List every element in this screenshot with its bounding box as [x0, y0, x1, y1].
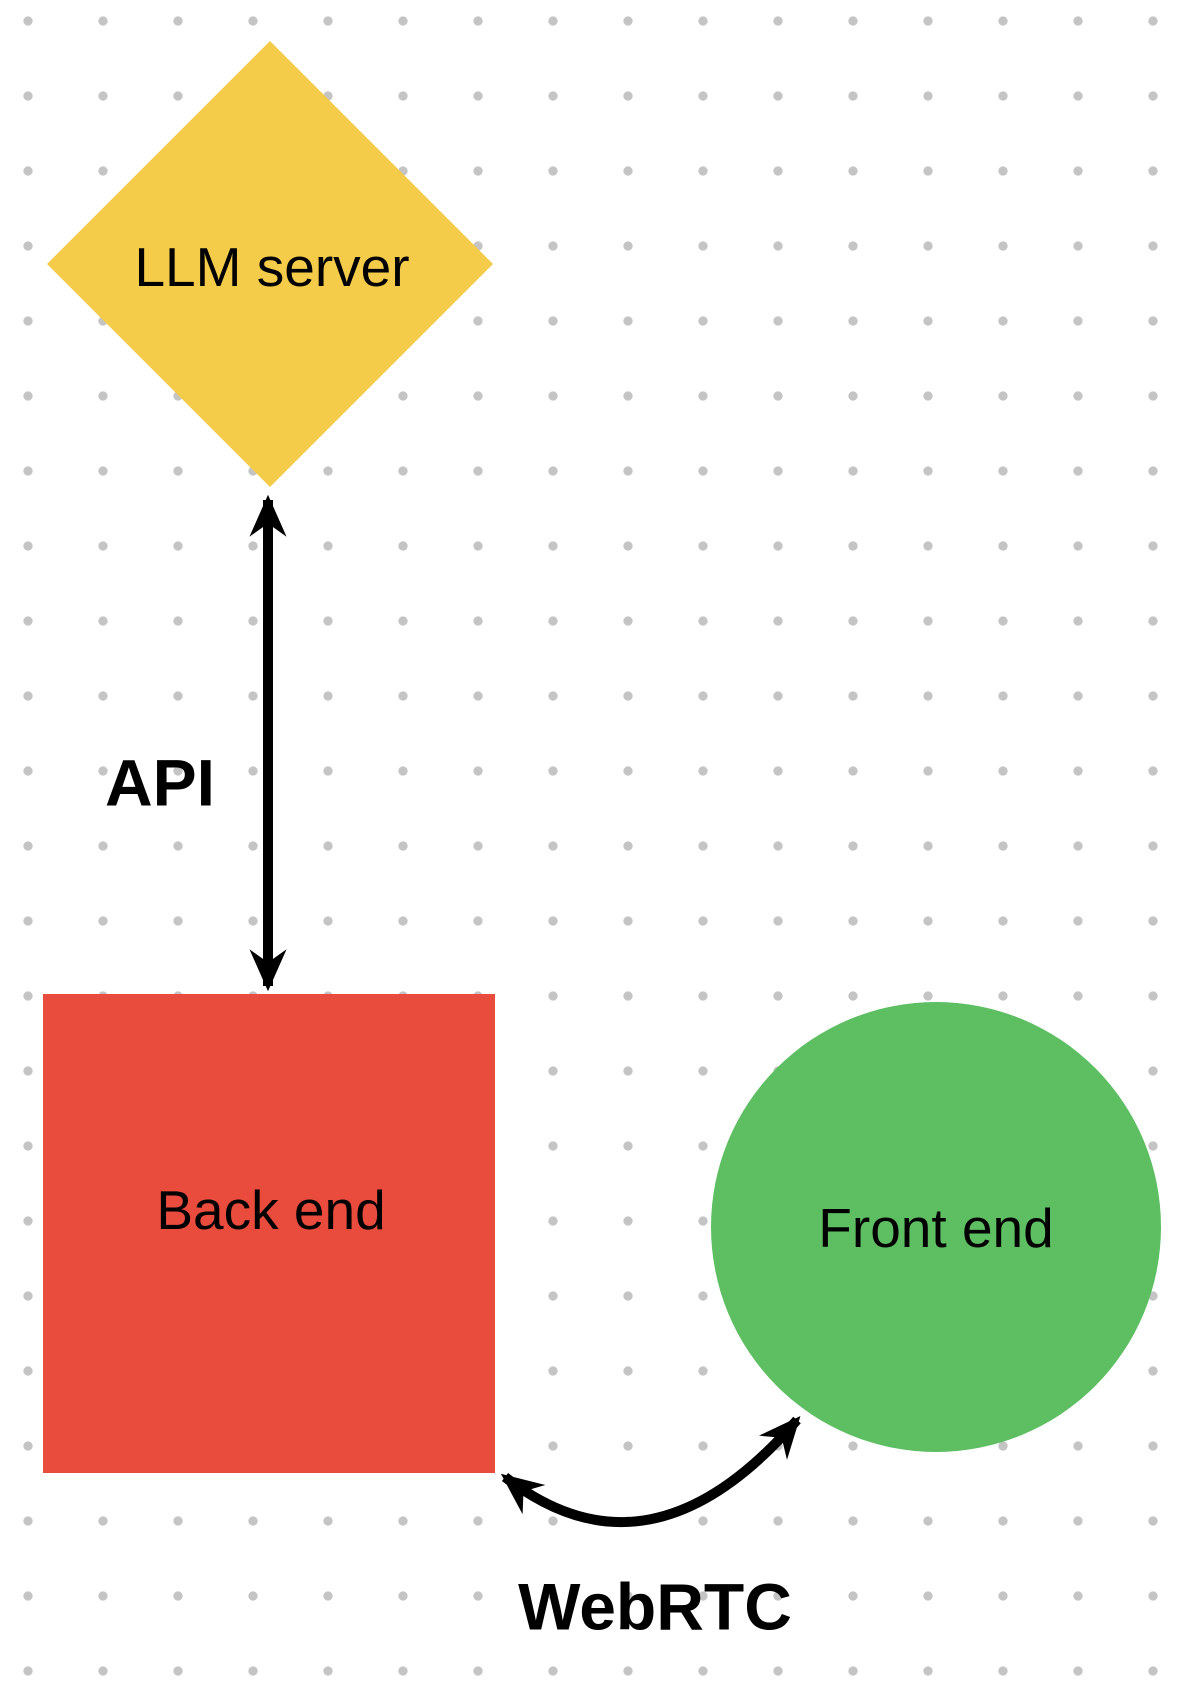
- webrtc-edge-label[interactable]: WebRTC: [518, 1569, 792, 1644]
- back-end-node[interactable]: [43, 994, 495, 1473]
- back-end-label: Back end: [156, 1178, 386, 1241]
- api-edge-label[interactable]: API: [104, 745, 216, 820]
- webrtc-arrow[interactable]: [500, 1416, 801, 1528]
- llm-server-node[interactable]: [47, 41, 493, 487]
- front-end-label: Front end: [818, 1196, 1054, 1259]
- llm-server-label: LLM server: [134, 235, 410, 298]
- front-end-node[interactable]: [711, 1002, 1161, 1452]
